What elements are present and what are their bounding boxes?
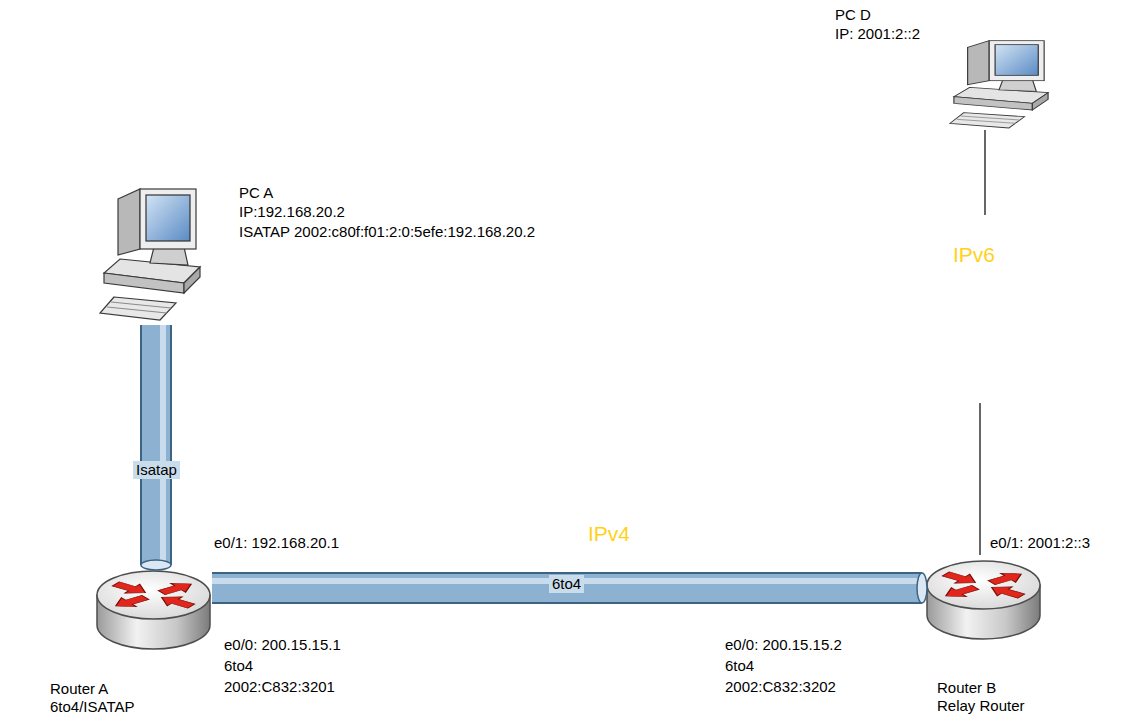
interface-label: e0/0: 200.15.15.1 [224, 636, 341, 654]
text-slot: 2002:C832:3201 [224, 678, 335, 696]
text-slot: ISATAP 2002:c80f:f01:2:0:5efe:192.168.20… [239, 223, 535, 241]
network-cloud: IPv4 [385, 486, 720, 718]
text-slot: PC A [239, 184, 273, 202]
text-slot: e0/1: 2001:2::3 [990, 534, 1090, 552]
text-slot: 2002:C832:3202 [725, 678, 836, 696]
device-role: 6to4/ISATAP [50, 698, 135, 716]
text-slot: Relay Router [937, 697, 1025, 715]
tunnel-label: Isatap [133, 461, 180, 479]
router-node: Router BRelay Router [922, 555, 1047, 717]
text-slot: e0/0: 200.15.15.1 [224, 636, 341, 654]
text-slot: 6to4 [549, 575, 584, 593]
device-role: Relay Router [937, 697, 1025, 715]
computer-icon [948, 38, 1052, 130]
text-slot: e0/0: 200.15.15.2 [725, 636, 842, 654]
text-slot: IPv6 [953, 243, 995, 267]
isatap-address: ISATAP 2002:c80f:f01:2:0:5efe:192.168.20… [239, 223, 535, 241]
text-slot: IP: 2001:2::2 [835, 25, 920, 43]
tunnel-pipe [141, 325, 171, 570]
text-slot: PC D [835, 6, 871, 24]
text-slot: e0/1: 192.168.20.1 [214, 534, 339, 552]
device-name: PC A [239, 184, 273, 202]
text-slot: Router A [50, 680, 108, 698]
text-slot: Isatap [133, 461, 180, 479]
interface-label: 6to4 [224, 657, 253, 675]
device-name: Router A [50, 680, 108, 698]
interface-label: e0/1: 192.168.20.1 [214, 534, 339, 552]
device-name: Router B [937, 679, 996, 697]
interface-label: 6to4 [725, 657, 754, 675]
interface-label: e0/0: 200.15.15.2 [725, 636, 842, 654]
router-node: Router A6to4/ISATAP [45, 565, 212, 718]
router-icon [95, 565, 212, 653]
network-cloud: IPv6 [858, 215, 1142, 403]
interface-label: 2002:C832:3201 [224, 678, 335, 696]
text-slot: 6to4/ISATAP [50, 698, 135, 716]
pc-node: PC AIP:192.168.20.2ISATAP 2002:c80f:f01:… [96, 182, 816, 325]
text-slot: IP:192.168.20.2 [239, 203, 345, 221]
cloud-shape [385, 486, 720, 718]
router-icon [925, 555, 1042, 643]
text-slot: IPv4 [588, 522, 630, 546]
network-link [980, 403, 981, 555]
cloud-shape [858, 215, 1142, 403]
interface-label: e0/1: 2001:2::3 [990, 534, 1090, 552]
ip-address: IP: 2001:2::2 [835, 25, 920, 43]
cloud-label: IPv6 [953, 243, 995, 267]
network-link [985, 130, 986, 215]
cloud-label: IPv4 [588, 522, 630, 546]
tunnel-label: 6to4 [549, 575, 584, 593]
interface-label: 2002:C832:3202 [725, 678, 836, 696]
tunnel-pipe [212, 573, 927, 603]
ip-address: IP:192.168.20.2 [239, 203, 345, 221]
device-name: PC D [835, 6, 871, 24]
computer-icon [98, 185, 204, 323]
text-slot: Router B [937, 679, 996, 697]
text-slot: 6to4 [224, 657, 253, 675]
text-slot: 6to4 [725, 657, 754, 675]
pc-node: PC DIP: 2001:2::2 [830, 4, 1055, 130]
